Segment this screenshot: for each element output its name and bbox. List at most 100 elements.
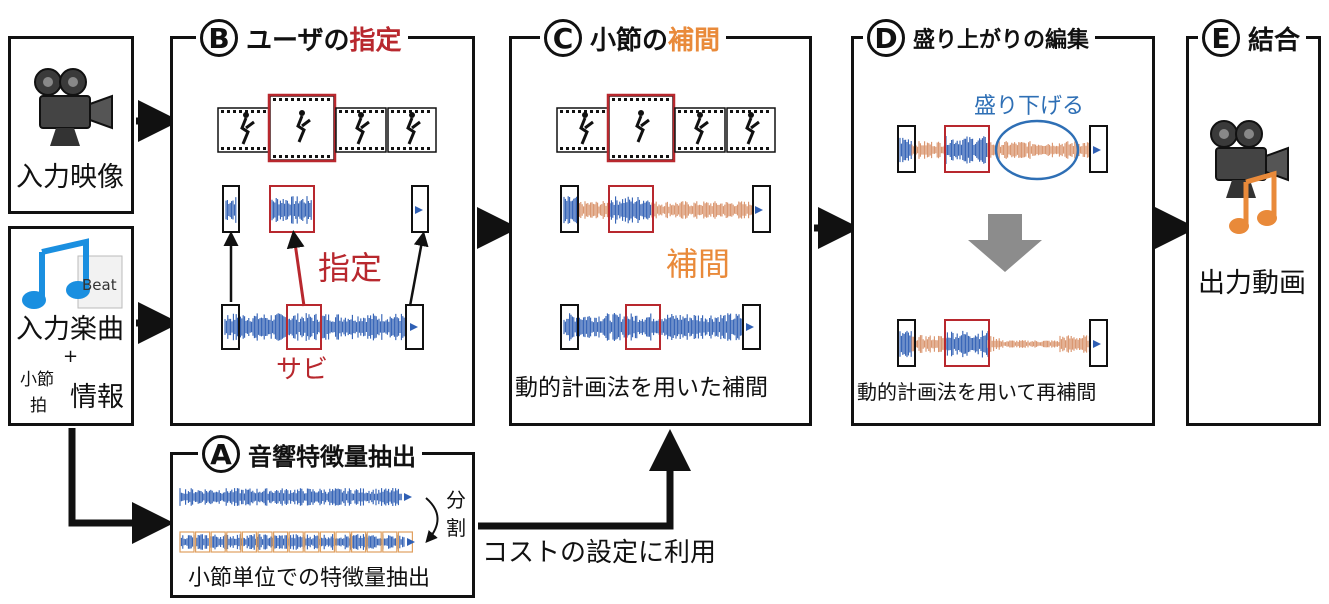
film-hole <box>720 147 723 150</box>
stage-e-title: 結合 <box>1248 25 1301 56</box>
wave-end-marker <box>415 206 423 214</box>
waveform-c-interp <box>560 185 771 233</box>
selected-frame-border <box>267 93 337 163</box>
film-hole <box>257 147 260 150</box>
a-bar-frame <box>195 531 211 553</box>
film-hole <box>654 98 657 101</box>
song-wave <box>224 313 405 341</box>
lower-ellipse <box>994 119 1080 181</box>
film-hole <box>618 155 621 158</box>
cost-label: コストの設定に利用 <box>482 538 717 568</box>
c-start-frame <box>560 185 579 233</box>
film-hole <box>363 147 366 150</box>
film-hole <box>257 110 260 113</box>
stage-a-badge: A <box>202 435 240 473</box>
film-hole <box>239 110 242 113</box>
bar-label: 小節 <box>20 370 54 390</box>
film-hole <box>321 155 324 158</box>
dancer-head <box>748 112 754 118</box>
film-hole <box>596 110 599 113</box>
d-start-frame <box>897 125 916 173</box>
film-hole <box>648 98 651 101</box>
film-hole <box>421 110 424 113</box>
d2-sabi-frame <box>944 319 990 367</box>
stage-d-header: D 盛り上がりの編集 <box>863 16 1096 60</box>
waveform-b-full <box>221 304 424 350</box>
film-hole <box>578 110 581 113</box>
film-hole <box>391 147 394 150</box>
film-hole <box>427 110 430 113</box>
waveform-a-full <box>179 488 412 506</box>
stage-c-title-pre: 小節の <box>590 25 669 56</box>
d2-start <box>899 330 912 358</box>
film-hole <box>351 110 354 113</box>
c-start <box>563 196 579 224</box>
film-hole <box>612 155 615 158</box>
a-bar-frame <box>351 531 367 553</box>
film-hole <box>221 147 224 150</box>
stage-b-badge: B <box>200 19 238 57</box>
film-hole <box>602 110 605 113</box>
stage-e-badge: E <box>1202 19 1240 57</box>
film-hole <box>397 110 400 113</box>
a-bar-frame <box>382 531 398 553</box>
film-hole <box>684 147 687 150</box>
film-hole <box>612 98 615 101</box>
film-hole <box>221 110 224 113</box>
c-song-end-frame <box>742 304 761 350</box>
a-bar-frame <box>179 531 195 553</box>
c-interp-b <box>651 201 752 219</box>
stage-a-box <box>170 452 475 598</box>
film-hole <box>730 110 733 113</box>
a-bar-frame <box>273 531 289 553</box>
stage-e-box <box>1186 36 1321 426</box>
film-hole <box>572 147 575 150</box>
film-hole <box>291 98 294 101</box>
arrow-b-right-up <box>408 231 429 307</box>
film-hole <box>303 98 306 101</box>
film-hole <box>273 155 276 158</box>
c-sabi-frame <box>608 185 654 233</box>
info-label: 情報 <box>70 382 124 413</box>
d2-lowered <box>999 340 1060 348</box>
film-hole <box>714 110 717 113</box>
film-hole <box>245 147 248 150</box>
film-hole <box>273 98 276 101</box>
waveform-c-full <box>560 304 761 350</box>
waveform-a-split <box>179 531 415 553</box>
arrow-input-to-a <box>68 428 174 544</box>
film-hole <box>578 147 581 150</box>
film-hole <box>596 147 599 150</box>
film-hole <box>736 110 739 113</box>
wave-end-marker <box>746 323 754 331</box>
film-hole <box>730 147 733 150</box>
film-hole <box>381 110 384 113</box>
film-strip-b <box>217 93 437 163</box>
film-hole <box>742 110 745 113</box>
dancer-silhouette <box>745 117 760 145</box>
film-hole <box>630 98 633 101</box>
film-hole <box>560 110 563 113</box>
film-hole <box>696 147 699 150</box>
film-hole <box>696 110 699 113</box>
video-camera-icon <box>34 68 113 146</box>
stage-c-header: C 小節の補間 <box>540 16 727 60</box>
wave-end-marker <box>410 323 418 331</box>
film-hole <box>708 110 711 113</box>
film-hole <box>339 147 342 150</box>
wave-end-marker <box>755 206 763 214</box>
film-hole <box>409 147 412 150</box>
input-music-label: 入力楽曲 <box>16 314 124 345</box>
input-video-label: 入力映像 <box>16 162 124 193</box>
lower-label: 盛り下げる <box>974 94 1085 119</box>
film-hole <box>678 147 681 150</box>
film-hole <box>648 155 651 158</box>
film-hole <box>624 98 627 101</box>
film-hole <box>760 147 763 150</box>
film-hole <box>742 147 745 150</box>
a-bar-frame <box>226 531 242 553</box>
film-hole <box>660 98 663 101</box>
a-bar-frame <box>257 531 273 553</box>
dancer-head <box>697 112 703 118</box>
